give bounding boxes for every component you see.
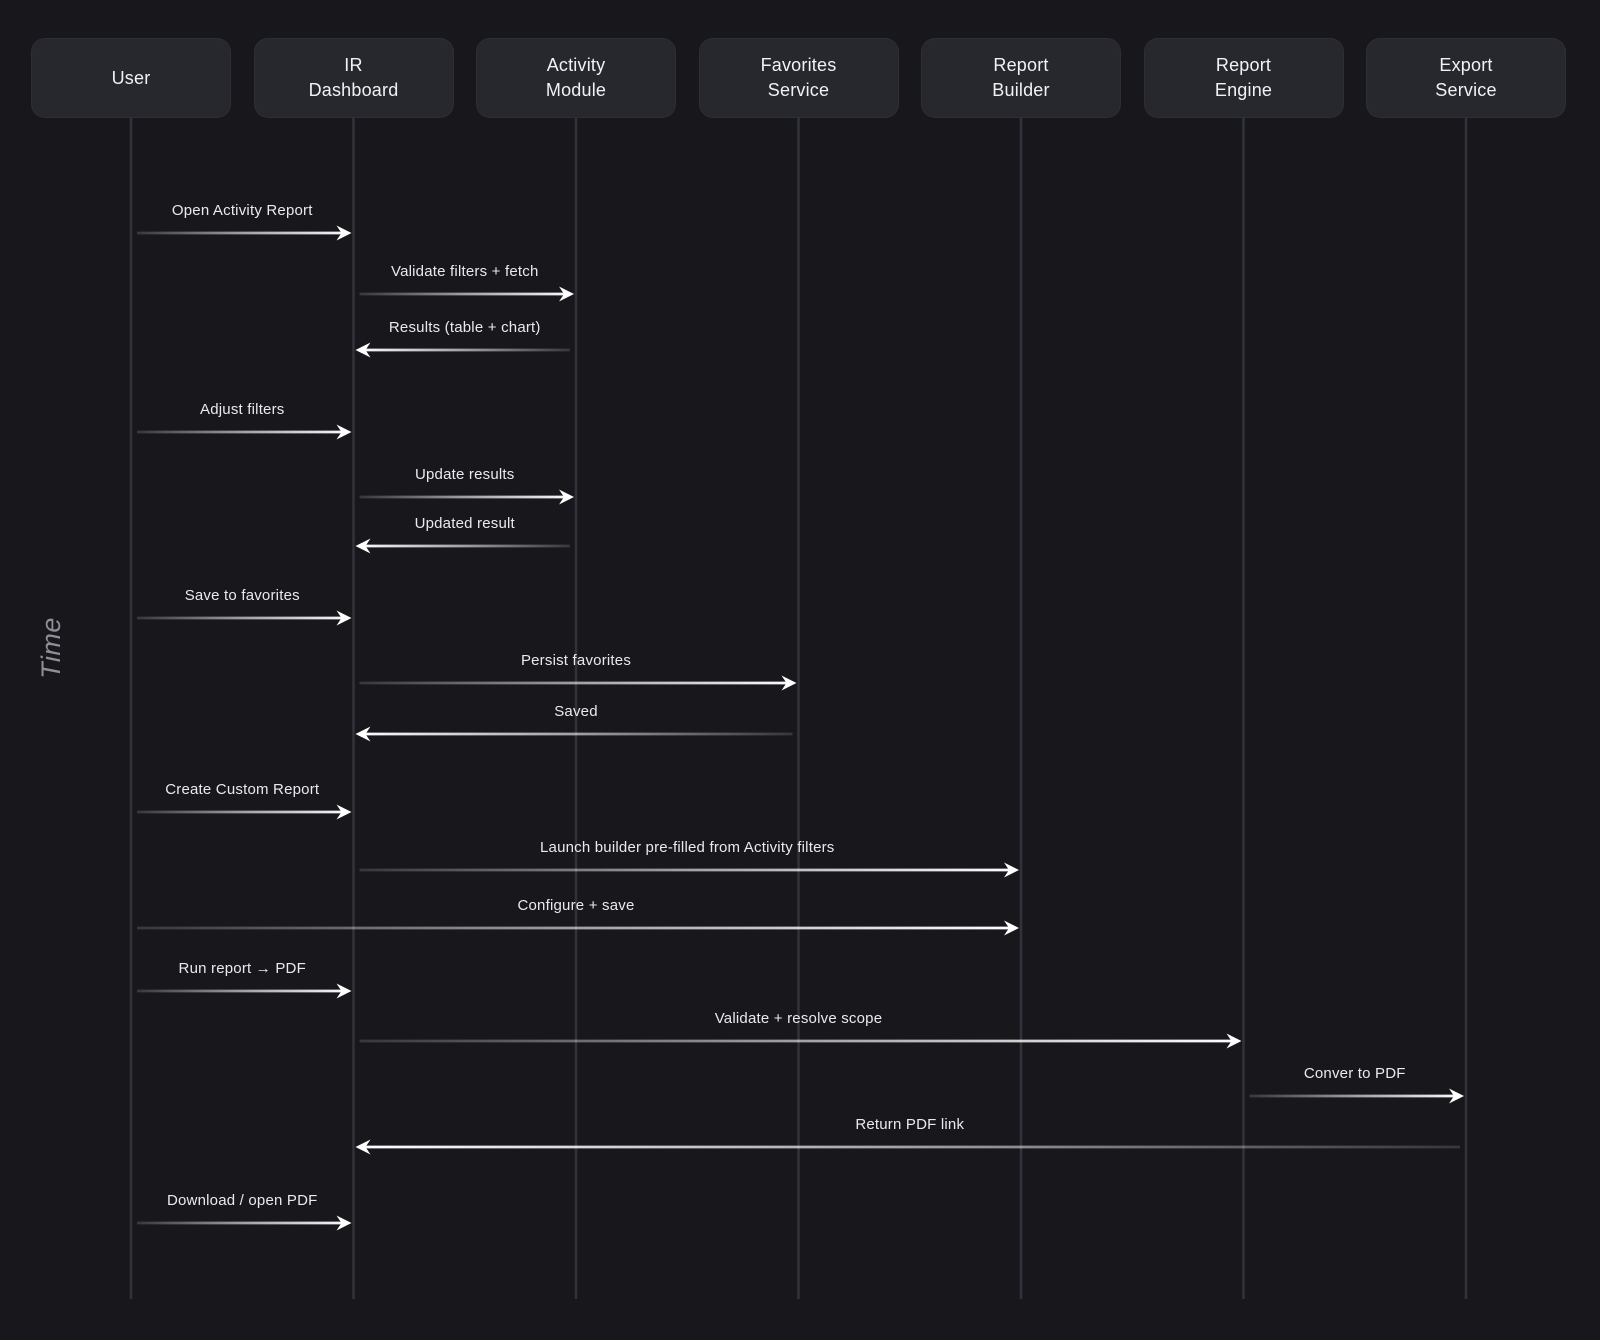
message-arrowhead	[559, 286, 574, 302]
message-arrowhead	[336, 225, 352, 241]
message-arrowhead	[336, 804, 352, 820]
message-arrowhead	[336, 1215, 352, 1231]
actor-box-export-service: Export Service	[1366, 38, 1566, 118]
actor-label: IR Dashboard	[308, 55, 399, 100]
message-arrowhead	[559, 489, 574, 505]
message-arrowhead	[781, 675, 797, 691]
actor-box-activity-module: Activity Module	[476, 38, 676, 118]
message-arrowhead	[336, 983, 352, 999]
actor-label: Report Engine	[1214, 55, 1273, 100]
actor-box-report-engine: Report Engine	[1143, 38, 1344, 118]
actor-box-ir-dashboard: IR Dashboard	[253, 38, 454, 118]
message-arrowhead	[355, 726, 371, 742]
message-arrowhead	[355, 1139, 371, 1155]
message-arrowhead	[1226, 1033, 1242, 1049]
actor-label: Activity Module	[545, 55, 607, 100]
message-arrowhead	[355, 342, 371, 358]
message-arrowhead	[355, 538, 371, 554]
message-arrowhead	[336, 610, 352, 626]
actor-label: Favorites Service	[760, 55, 837, 100]
actor-label: Report Builder	[992, 55, 1050, 100]
message-arrowhead	[1004, 920, 1019, 936]
time-axis-label: Time	[36, 617, 66, 679]
message-arrowhead	[336, 424, 352, 440]
actor-box-favorites-service: Favorites Service	[698, 38, 899, 118]
actor-label: Export Service	[1435, 55, 1497, 100]
actor-box-user: User	[31, 38, 231, 118]
actor-box-report-builder: Report Builder	[921, 38, 1121, 118]
message-arrowhead	[1004, 862, 1019, 878]
actor-label: User	[111, 67, 151, 88]
message-arrowhead	[1449, 1088, 1464, 1104]
